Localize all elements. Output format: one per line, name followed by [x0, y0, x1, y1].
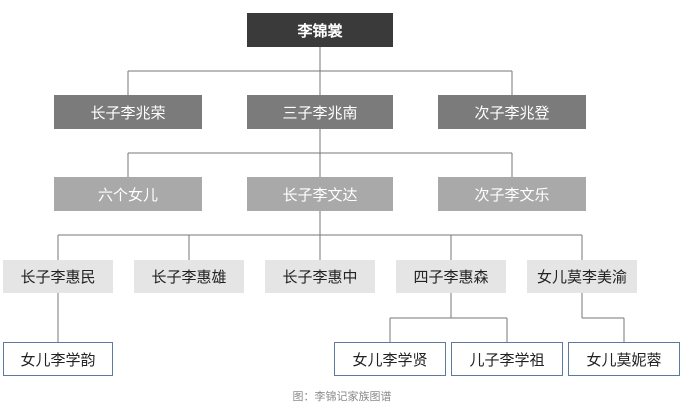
node-root: 李锦裳 — [247, 13, 393, 47]
figure-caption: 图：李锦记家族图谱 — [292, 390, 392, 403]
node-gen2-second: 次子李兆登 — [438, 95, 586, 129]
node-gen2-third: 三子李兆南 — [247, 95, 393, 129]
node-gen4-2: 长子李惠雄 — [134, 260, 244, 293]
node-gen5-b: 女儿李学贤 — [334, 342, 446, 376]
node-gen3-second: 次子李文乐 — [438, 177, 586, 211]
node-gen4-1: 长子李惠民 — [3, 260, 113, 293]
node-gen3-eldest: 长子李文达 — [247, 177, 393, 211]
node-gen3-daughters: 六个女儿 — [54, 177, 202, 211]
node-gen5-d: 女儿莫妮蓉 — [568, 342, 680, 376]
node-gen4-3: 长子李惠中 — [265, 260, 375, 293]
node-gen4-4: 四子李惠森 — [396, 260, 506, 293]
node-gen4-5: 女儿莫李美渝 — [527, 260, 637, 293]
node-gen2-eldest: 长子李兆荣 — [54, 95, 202, 129]
node-gen5-c: 儿子李学祖 — [451, 342, 563, 376]
node-gen5-a: 女儿李学韵 — [3, 342, 113, 376]
